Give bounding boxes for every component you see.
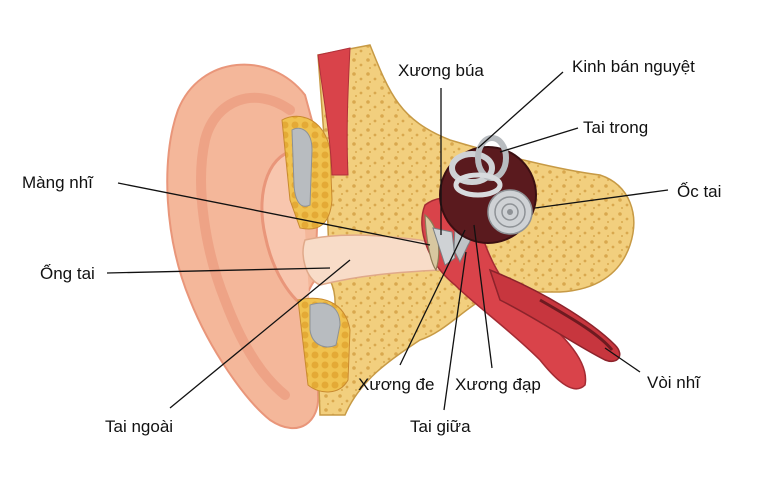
label-xuong-dap: Xương đạp: [455, 375, 541, 394]
leader-lines: [106, 71, 669, 411]
label-ong-tai: Ống tai: [40, 263, 95, 283]
label-xuong-bua: Xương búa: [398, 61, 484, 80]
muscle-strip: [317, 47, 351, 176]
ear-canal-shape: [302, 234, 441, 286]
inner-ear: [439, 135, 537, 244]
label-voi-nhi: Vòi nhĩ: [647, 373, 701, 392]
semicircular-canals-shape: [449, 135, 509, 198]
eardrum-shape: [424, 213, 440, 272]
canal-cartilage: [281, 115, 351, 393]
labels: Xương búa Kinh bán nguyệt Tai trong Màng…: [22, 57, 721, 436]
label-oc-tai: Ốc tai: [677, 181, 721, 201]
label-tai-giua: Tai giữa: [410, 417, 471, 436]
label-tai-trong: Tai trong: [583, 118, 648, 137]
label-tai-ngoai: Tai ngoài: [105, 417, 173, 436]
label-kinh-ban-nguyet: Kinh bán nguyệt: [572, 57, 695, 76]
label-xuong-de: Xương đe: [358, 375, 434, 394]
cochlea-shape: [487, 189, 533, 235]
malleus-shape: [432, 227, 456, 266]
label-mang-nhi: Màng nhĩ: [22, 173, 94, 192]
